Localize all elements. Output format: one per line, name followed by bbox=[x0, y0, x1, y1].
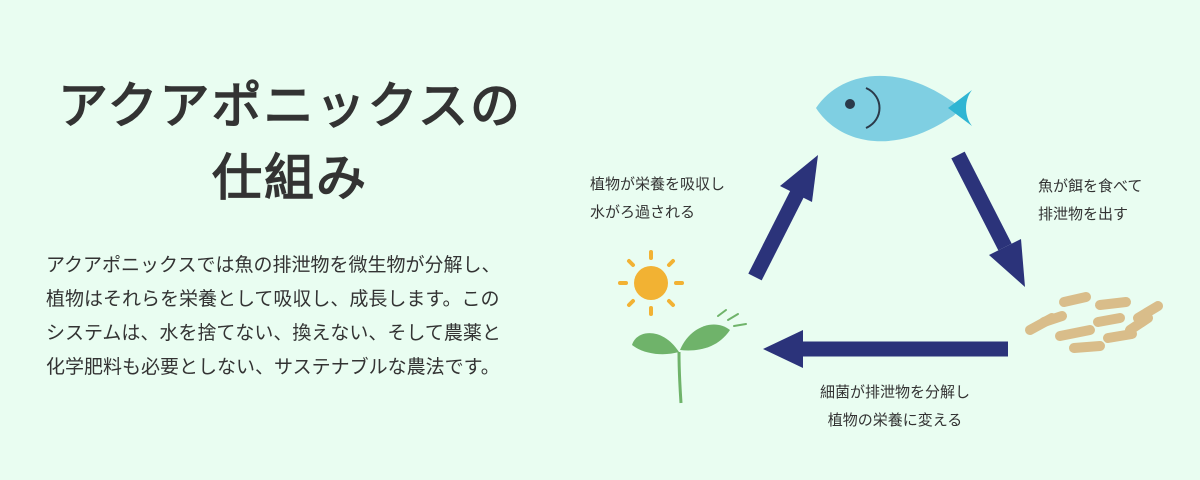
sprout-icon bbox=[632, 309, 747, 404]
bacteria-label-line-2: 植物の栄養に変える bbox=[827, 411, 963, 429]
plant-label: 植物が栄養を吸収し 水がろ過される bbox=[590, 170, 725, 226]
page-title: アクアポニックスの 仕組み bbox=[20, 70, 560, 214]
sun-icon bbox=[618, 250, 684, 316]
arrow-waste-to-plant bbox=[763, 330, 1008, 368]
page-title-line-1: アクアポニックスの bbox=[58, 77, 522, 135]
description: アクアポニックスでは魚の排泄物を微生物が分解し、 植物はそれらを栄養として吸収し… bbox=[46, 248, 566, 384]
plant-label-line-2: 水がろ過される bbox=[590, 203, 696, 221]
fish-icon bbox=[816, 75, 972, 142]
fish-label: 魚が餌を食べて 排泄物を出す bbox=[1038, 172, 1142, 228]
description-line-3: システムは、水を捨てない、換えない、そして農薬と bbox=[46, 322, 501, 344]
fish-label-line-1: 魚が餌を食べて bbox=[1038, 177, 1143, 195]
fish-label-line-2: 排泄物を出す bbox=[1038, 205, 1129, 223]
plant-label-line-1: 植物が栄養を吸収し bbox=[590, 175, 726, 193]
description-line-4: 化学肥料も必要としない、サステナブルな農法です。 bbox=[46, 356, 500, 378]
waste-pellets-icon bbox=[1025, 292, 1163, 353]
page-title-line-2: 仕組み bbox=[212, 149, 368, 207]
arrow-fish-to-waste bbox=[951, 151, 1025, 287]
description-line-1: アクアポニックスでは魚の排泄物を微生物が分解し、 bbox=[46, 254, 501, 276]
bacteria-label: 細菌が排泄物を分解し 植物の栄養に変える bbox=[820, 378, 970, 434]
arrow-plant-to-fish bbox=[748, 155, 818, 281]
bacteria-label-line-1: 細菌が排泄物を分解し bbox=[820, 383, 971, 401]
description-line-2: 植物はそれらを栄養として吸収し、成長します。この bbox=[46, 288, 500, 310]
